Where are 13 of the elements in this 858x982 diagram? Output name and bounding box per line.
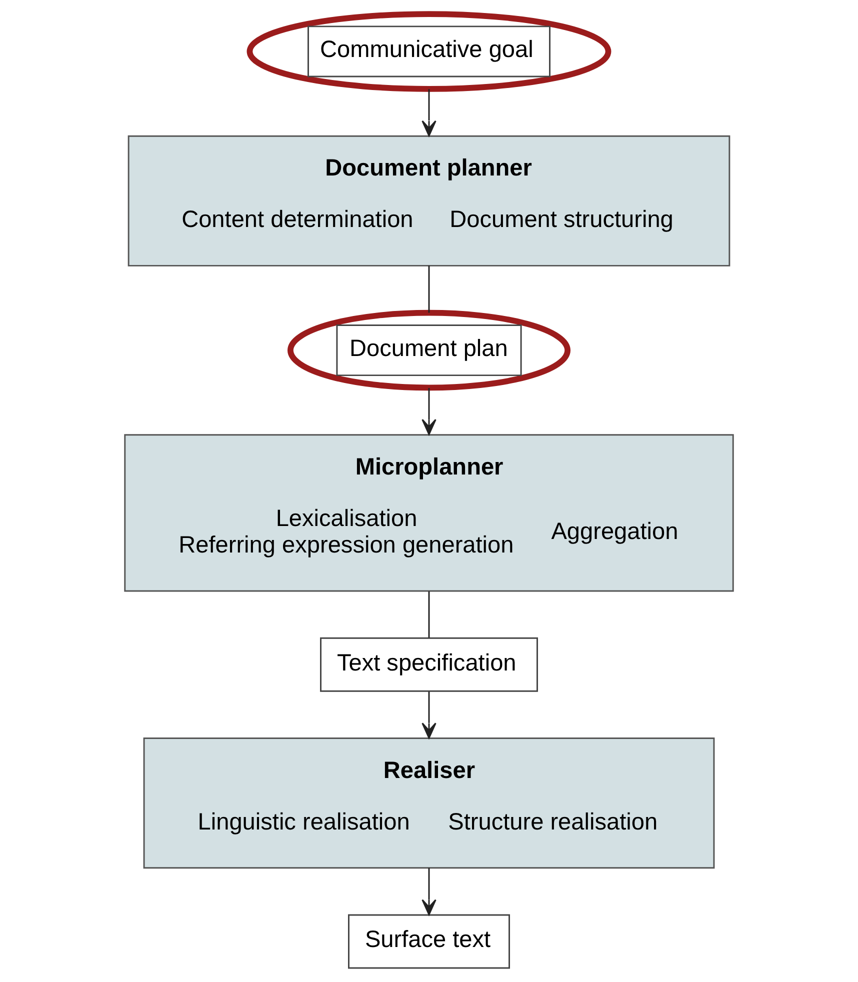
node-box: Microplanner Lexicalisation Referring expression generation Aggregation [124, 434, 734, 592]
node-ellipse: Communicative goal [246, 11, 612, 92]
node-box: Document planner Content determination Document structuring [128, 135, 730, 266]
connector [428, 591, 430, 638]
arrow [422, 868, 436, 916]
arrow [422, 89, 436, 136]
node-ellipse: Document plan [288, 310, 571, 391]
connector [428, 266, 430, 313]
arrow [422, 388, 436, 436]
arrow [422, 692, 436, 739]
node-box: Realiser Linguistic realisation Structure realisation [143, 738, 715, 869]
node-box: Text specification [320, 637, 538, 692]
node-box: Surface text [348, 914, 510, 969]
